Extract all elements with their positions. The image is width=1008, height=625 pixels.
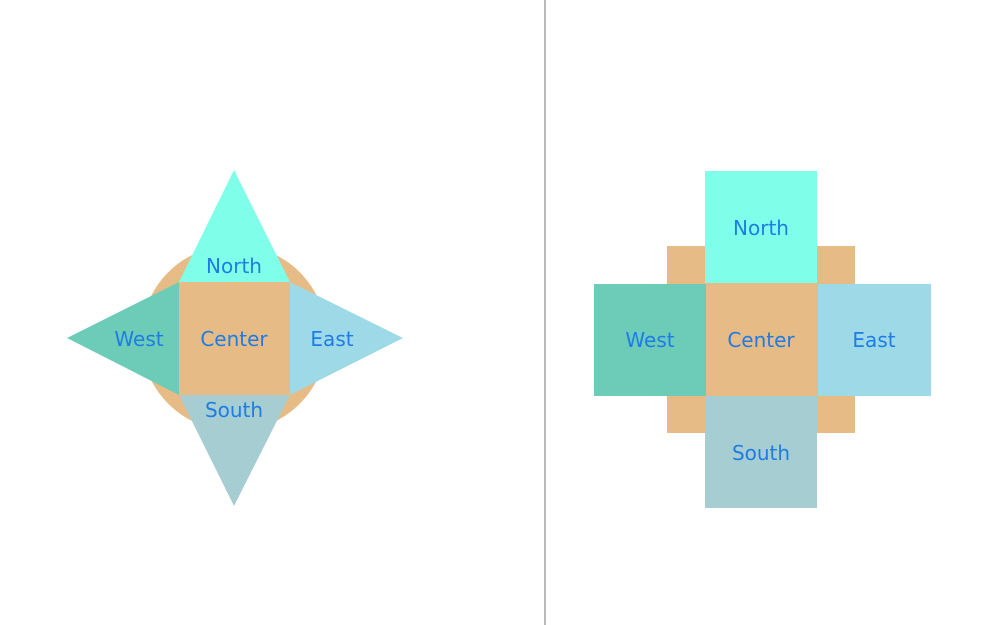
south-label: South (205, 398, 263, 422)
north-square (705, 171, 817, 283)
cross-layout: North South West East Center (594, 171, 931, 508)
west-triangle (67, 282, 179, 395)
west-label: West (625, 328, 674, 352)
north-label: North (733, 216, 789, 240)
center-square (179, 282, 290, 395)
compass-star-layout: North South West East Center (67, 170, 403, 506)
center-square (706, 284, 818, 396)
south-label: South (732, 441, 790, 465)
east-label: East (852, 328, 895, 352)
west-square (594, 284, 706, 396)
east-triangle (290, 282, 403, 395)
north-triangle (179, 170, 290, 282)
east-label: East (310, 327, 353, 351)
right-panel: North South West East Center (546, 0, 1008, 625)
center-label: Center (727, 328, 795, 352)
left-panel: North South West East Center (67, 170, 403, 506)
west-label: West (114, 327, 163, 351)
center-label: Center (200, 327, 268, 351)
south-square (705, 396, 817, 508)
panel-divider (544, 0, 547, 625)
south-triangle (179, 395, 290, 506)
east-square (818, 284, 931, 396)
north-label: North (206, 254, 262, 278)
